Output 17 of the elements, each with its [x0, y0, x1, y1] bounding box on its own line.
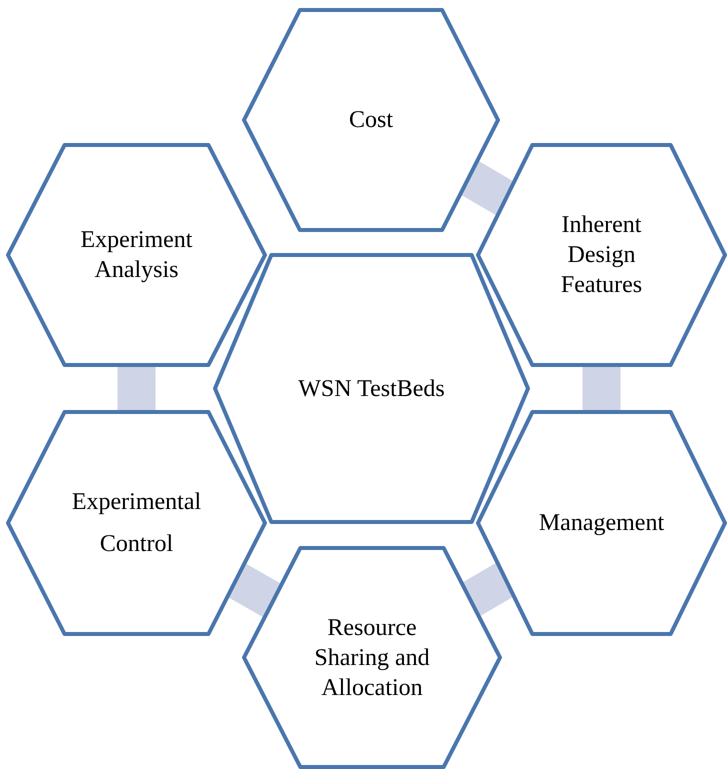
hexagon-label: Inherent Design Features	[560, 211, 644, 300]
hexagon	[6, 143, 267, 367]
connector-band	[226, 563, 282, 618]
hexagon	[213, 253, 530, 524]
hexagon-label: Experiment Analysis	[80, 226, 194, 285]
hexagon-label: Experimental Control	[70, 488, 202, 559]
hexagon-label: Cost	[348, 106, 393, 135]
hexagon	[476, 143, 727, 367]
connector-band	[582, 365, 620, 412]
connector-band	[118, 365, 156, 412]
hexagon-label: Management	[538, 509, 664, 538]
hexagon	[242, 546, 502, 769]
hexagon	[476, 410, 727, 636]
hexagon	[242, 8, 500, 232]
hexagon-label: Resource Sharing and Allocation	[313, 614, 431, 702]
hexagon	[6, 410, 267, 636]
hexagon-label: WSN TestBeds	[298, 374, 445, 404]
